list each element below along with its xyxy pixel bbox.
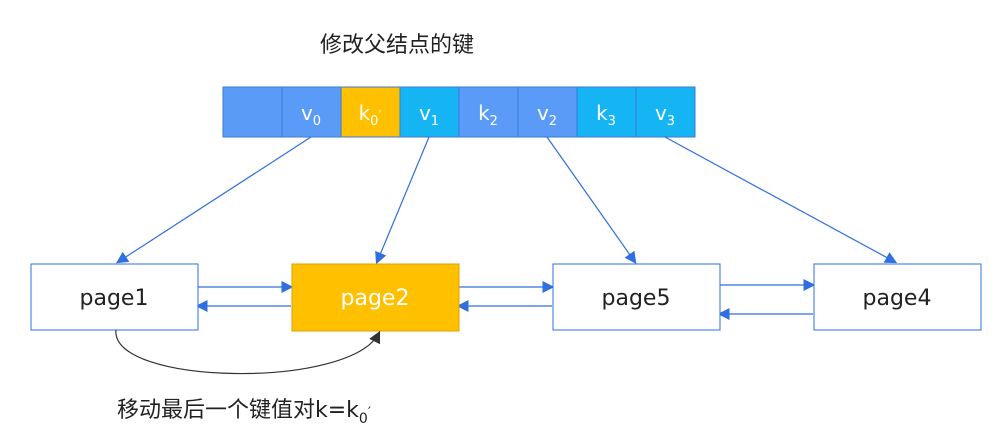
cell-text-v1: v1 — [419, 101, 439, 129]
pointer-v1-to-page2 — [375, 136, 430, 265]
page-label-page4: page4 — [863, 286, 932, 311]
cell-rect-v3 — [635, 86, 696, 138]
page-label-page1: page1 — [80, 286, 149, 311]
cell-rect-k0-prime — [340, 86, 401, 138]
cell-text-k3: k3 — [596, 101, 616, 129]
sibling-links — [195, 279, 816, 320]
cell-rect-k3 — [576, 86, 637, 138]
cell-rect-empty — [222, 86, 283, 138]
cell-label-k2: k — [478, 101, 490, 125]
page-rect-page1 — [30, 263, 199, 331]
parent-cell-v1: v1 — [399, 86, 460, 138]
pointer-v0-to-page1 — [115, 136, 312, 264]
caption-sub: 0 — [359, 411, 368, 427]
parent-cell-v0: v0 — [281, 86, 342, 138]
cell-text-v0: v0 — [301, 101, 321, 129]
cell-label-v2: v — [537, 101, 549, 125]
page-label-page5: page5 — [602, 286, 671, 311]
cell-sub-v0: 0 — [313, 114, 321, 129]
parent-cell-k0-prime: k0′ — [340, 86, 401, 138]
caption-mark: ′ — [368, 405, 371, 421]
cell-sub-k0-prime: 0 — [370, 114, 378, 129]
page-rect-page2 — [291, 263, 460, 332]
cell-label-v3: v — [655, 101, 667, 125]
cell-text-k0-prime: k0′ — [359, 101, 382, 129]
cell-sub-v3: 3 — [667, 114, 675, 129]
cell-label-k0-prime: k — [359, 101, 371, 125]
page-node-page2: page2 — [291, 263, 460, 332]
move-arrow — [115, 329, 381, 375]
page-nodes: page1 page2 page5 page4 — [30, 263, 982, 332]
page-node-page1: page1 — [30, 263, 199, 331]
page-rect-page4 — [813, 263, 982, 331]
cell-label-k3: k — [596, 101, 608, 125]
cell-label-v1: v — [419, 101, 431, 125]
parent-cell-k3: k3 — [576, 86, 637, 138]
cell-sub-v1: 1 — [431, 114, 439, 129]
cell-label-v0: v — [301, 101, 313, 125]
caption-main: 移动最后一个键值对k=k — [117, 398, 359, 423]
page-label-page2: page2 — [341, 286, 410, 311]
pointer-v2-to-page5 — [546, 136, 637, 264]
cell-text-k2: k2 — [478, 101, 498, 129]
cell-rect-v0 — [281, 86, 342, 138]
caption: 移动最后一个键值对k=k0′ — [117, 398, 371, 427]
cell-rect-v2 — [517, 86, 578, 138]
cell-mark-k0-prime: ′ — [378, 109, 381, 124]
cell-sub-k2: 2 — [490, 114, 498, 129]
cell-text-v3: v3 — [655, 101, 675, 129]
cell-rect-v1 — [399, 86, 460, 138]
parent-cell-k2: k2 — [458, 86, 519, 138]
cell-sub-k3: 3 — [608, 114, 616, 129]
page-node-page5: page5 — [552, 263, 721, 331]
parent-cell-empty — [222, 86, 283, 138]
pointer-v3-to-page4 — [664, 136, 898, 264]
cell-sub-v2: 2 — [549, 114, 557, 129]
page-rect-page5 — [552, 263, 721, 331]
parent-cell-v2: v2 — [517, 86, 578, 138]
page-node-page4: page4 — [813, 263, 982, 331]
cell-text-v2: v2 — [537, 101, 557, 129]
cell-rect-k2 — [458, 86, 519, 138]
child-pointers — [115, 136, 898, 265]
parent-node: v0 k0′ v1 k2 v2 — [222, 86, 696, 138]
diagram-title: 修改父结点的键 — [320, 33, 474, 58]
parent-cell-v3: v3 — [635, 86, 696, 138]
